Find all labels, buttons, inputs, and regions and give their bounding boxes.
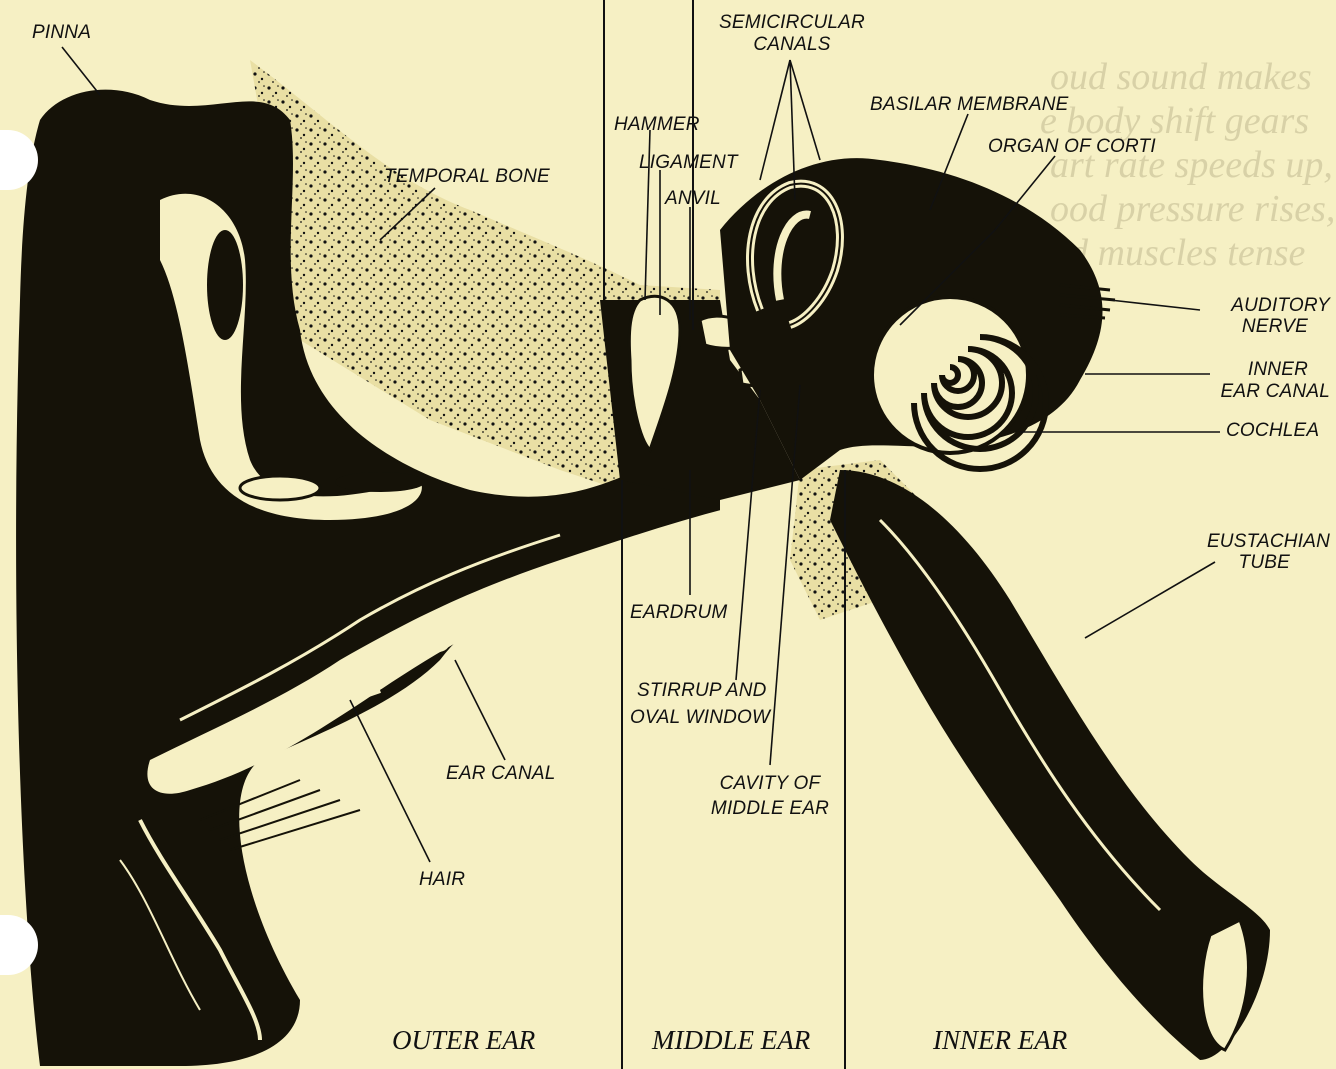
label-stirrup-1: STIRRUP AND: [637, 680, 767, 702]
label-semicircular-canals-2: CANALS: [712, 34, 872, 56]
label-cavity-middle-ear-2: MIDDLE EAR: [700, 798, 840, 820]
label-hair: HAIR: [419, 869, 465, 891]
label-anvil: ANVIL: [665, 188, 721, 210]
label-auditory-nerve-2: NERVE: [1180, 316, 1308, 338]
section-middle-ear: MIDDLE EAR: [652, 1025, 810, 1056]
label-cochlea: COCHLEA: [1226, 420, 1319, 442]
label-ear-canal: EAR CANAL: [446, 763, 556, 785]
label-ligament: LIGAMENT: [639, 152, 738, 174]
label-inner-ear-canal-1: INNER: [1180, 359, 1308, 381]
label-organ-of-corti: ORGAN OF CORTI: [988, 136, 1156, 158]
label-semicircular-canals-1: SEMICIRCULAR: [712, 12, 872, 34]
label-auditory-nerve-1: AUDITORY: [1180, 295, 1330, 317]
label-cavity-middle-ear-1: CAVITY OF: [700, 773, 840, 795]
label-eustachian-tube-2: TUBE: [1180, 552, 1290, 574]
label-eustachian-tube-1: EUSTACHIAN: [1180, 531, 1330, 553]
label-stirrup-2: OVAL WINDOW: [630, 707, 770, 729]
section-inner-ear: INNER EAR: [933, 1025, 1067, 1056]
label-eardrum: EARDRUM: [630, 602, 727, 624]
label-inner-ear-canal-2: EAR CANAL: [1180, 381, 1330, 403]
label-temporal-bone: TEMPORAL BONE: [384, 166, 550, 188]
label-basilar-membrane: BASILAR MEMBRANE: [870, 94, 1069, 116]
section-outer-ear: OUTER EAR: [392, 1025, 535, 1056]
label-pinna: PINNA: [32, 22, 91, 44]
label-hammer: HAMMER: [614, 114, 700, 136]
